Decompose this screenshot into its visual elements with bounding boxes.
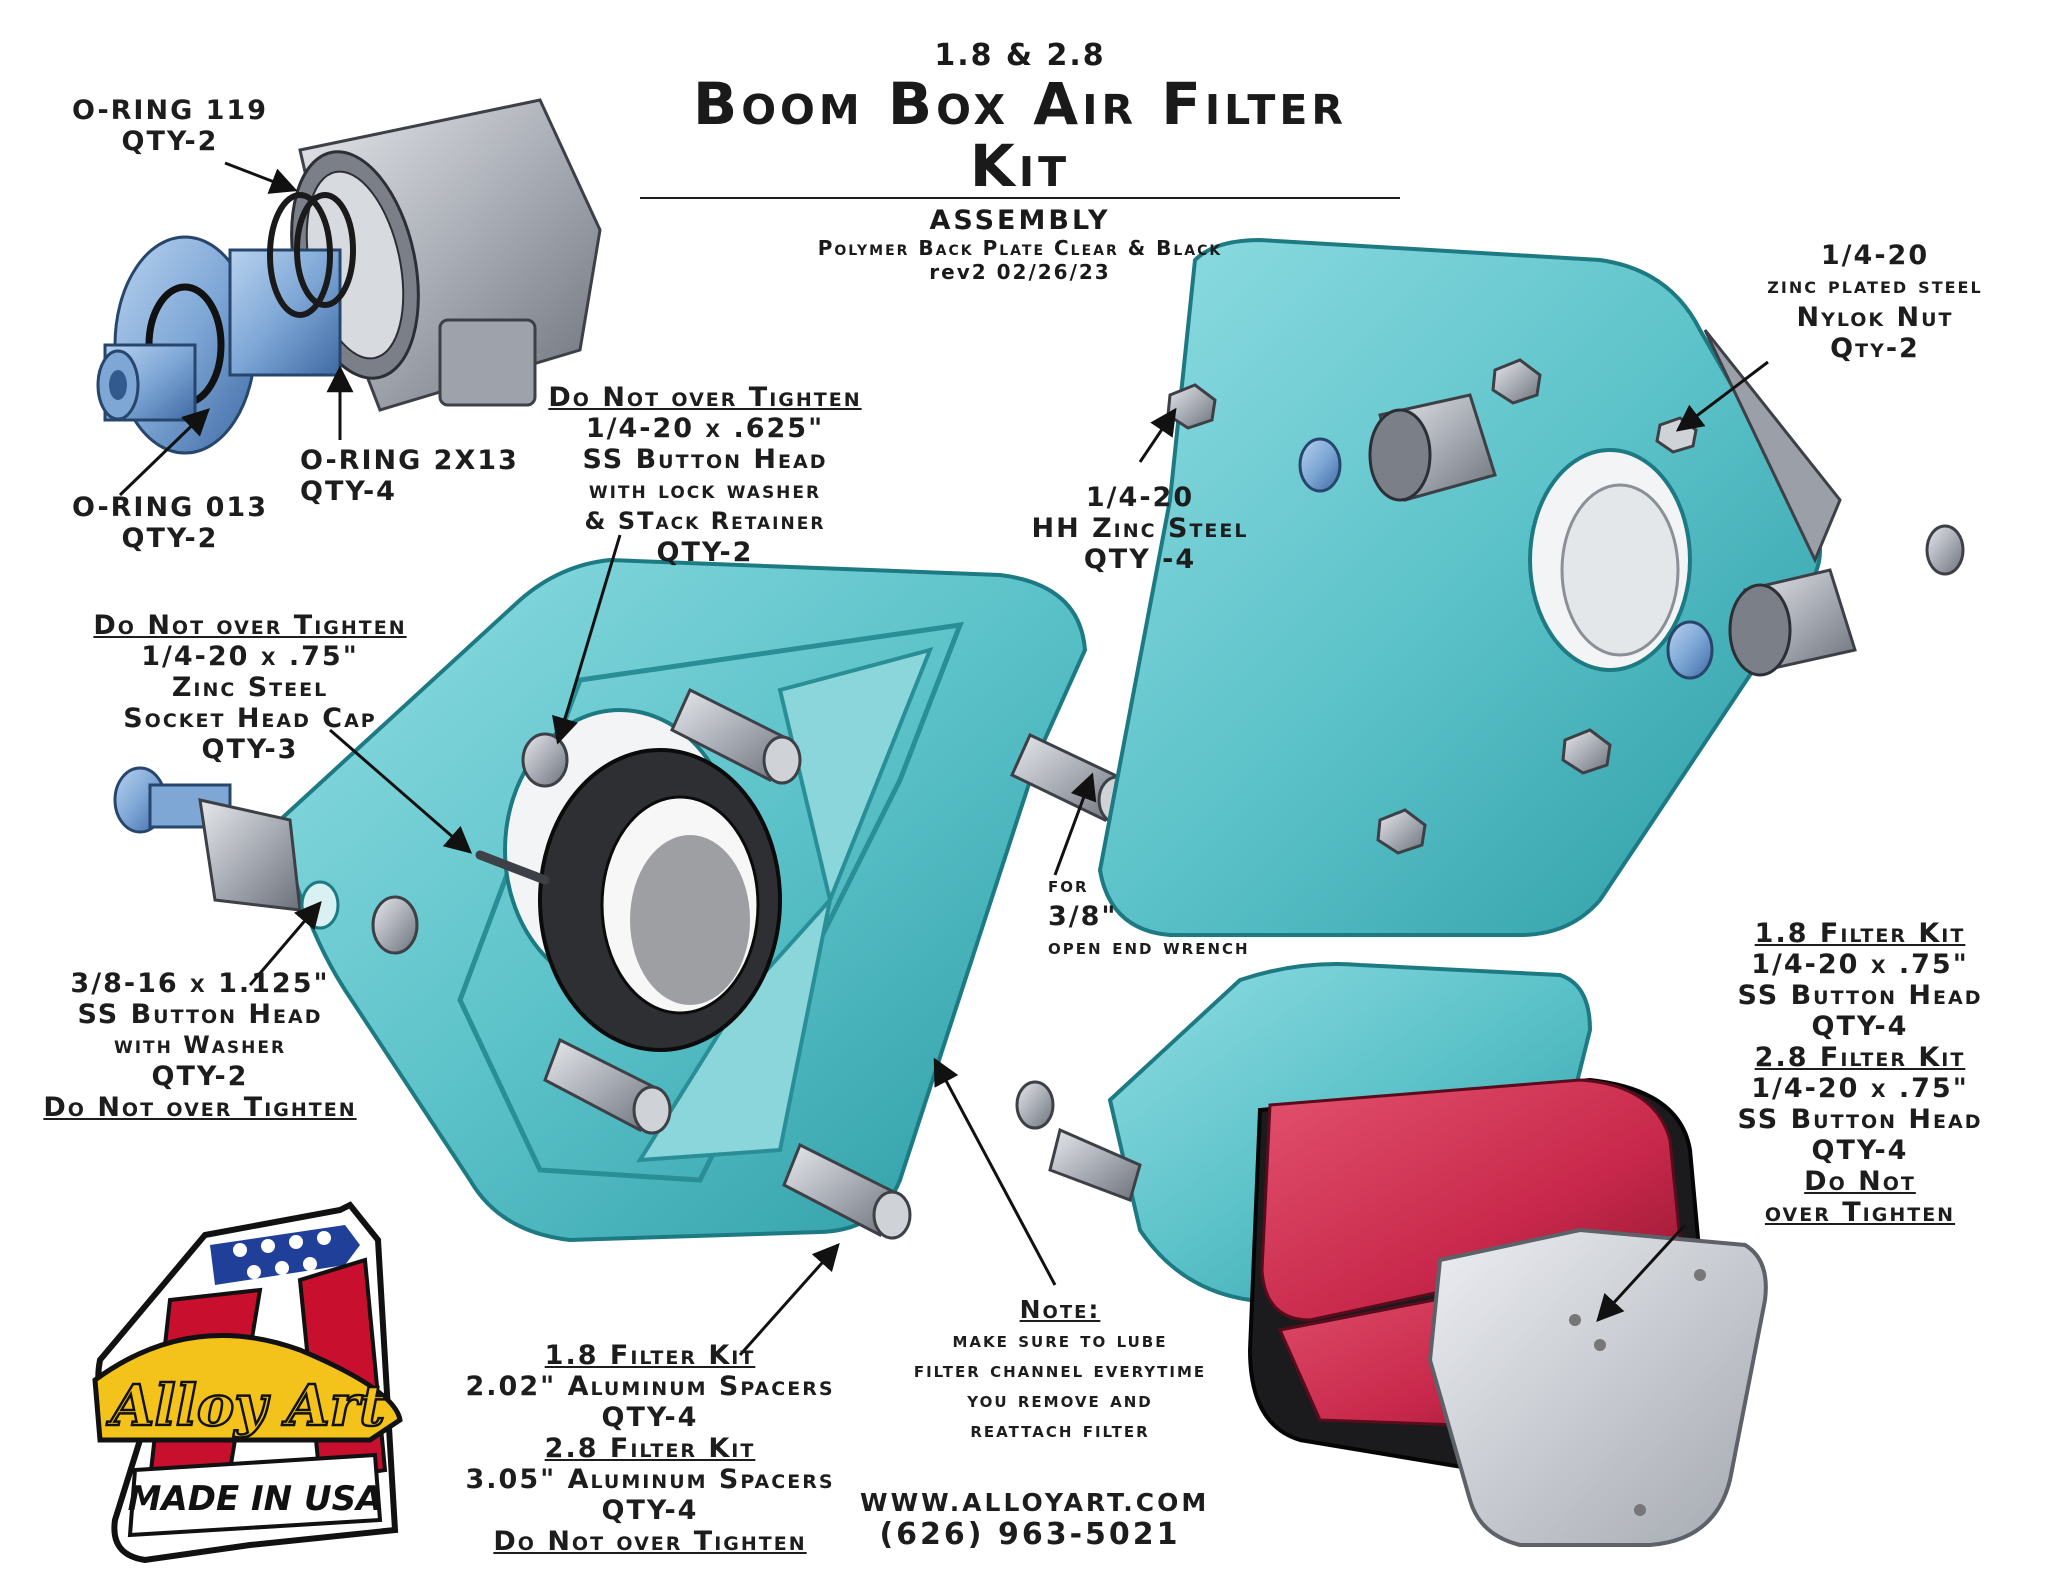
callout-oring2x13: O-RING 2X13 QTY-4	[300, 445, 519, 507]
center-back-plate	[113, 557, 1137, 1243]
contact-block: WWW.ALLOYART.COM (626) 963-5021	[860, 1488, 1210, 1552]
leader-arrows	[118, 161, 1769, 1356]
arrow-filter-kit	[1596, 1223, 1687, 1322]
logo-made-in-usa: MADE IN USA	[128, 1479, 383, 1519]
phone-text: (626) 963-5021	[879, 1517, 1181, 1552]
callout-spacers: 1.8 Filter Kit 2.02" Aluminum Spacers QT…	[465, 1340, 835, 1557]
callout-button-head-1125: 3/8-16 x 1.125" SS Button Head with Wash…	[43, 968, 357, 1123]
page-title: Boom Box Air Filter Kit	[640, 73, 1400, 199]
callout-hh-zinc: 1/4-20 HH Zinc Steel QTY -4	[1031, 482, 1249, 575]
callout-note: Note: make sure to lube filter channel e…	[913, 1295, 1207, 1442]
arrow-oring119	[224, 161, 298, 194]
website-text: WWW.ALLOYART.COM	[860, 1488, 1210, 1517]
rear-plate-bushings	[1298, 393, 1965, 680]
title-assembly: ASSEMBLY	[929, 205, 1111, 236]
arrow-hh-zinc	[1138, 407, 1177, 463]
callout-button-head-625: Do Not over Tighten 1/4-20 x .625" SS Bu…	[548, 382, 862, 568]
title-model: 1.8 & 2.8	[934, 38, 1106, 73]
logo-wordmark: Alloy Art	[106, 1373, 385, 1439]
velocity-stack-ring	[538, 748, 782, 1052]
arrow-wrench	[1053, 772, 1097, 876]
stack-housing-cylinder	[290, 98, 602, 412]
alloy-art-logo: Alloy Art MADE IN USA	[92, 1201, 403, 1564]
hex-head-bolts	[1166, 358, 1698, 855]
top-left-stack	[96, 98, 602, 455]
callout-wrench: for 3/8" open end wrench	[1048, 873, 1250, 960]
callout-oring013: O-RING 013 QTY-2	[71, 492, 268, 554]
title-subtitle: Polymer Back Plate Clear & Black	[817, 236, 1223, 260]
title-revision: rev2 02/26/23	[929, 260, 1111, 284]
arrow-button-head-625	[552, 534, 622, 745]
filter-cover-plate	[1427, 1227, 1768, 1547]
arrow-nylok	[1675, 360, 1769, 432]
callout-oring119: O-RING 119 QTY-2	[71, 95, 268, 157]
title-block: 1.8 & 2.8 Boom Box Air Filter Kit ASSEMB…	[640, 38, 1400, 284]
arrow-spacers	[738, 1242, 840, 1356]
arrow-note	[933, 1057, 1057, 1286]
arrow-oring013	[118, 408, 210, 497]
callout-nylok: 1/4-20 zinc plated steel Nylok Nut Qty-2	[1767, 240, 1983, 364]
rear-plate-assembly	[1097, 237, 1965, 937]
arrow-socket-head	[329, 728, 473, 854]
callout-socket-head: Do Not over Tighten 1/4-20 x .75" Zinc S…	[93, 610, 407, 765]
callout-filter-kit: 1.8 Filter Kit 1/4-20 x .75" SS Button H…	[1737, 918, 1983, 1228]
arrow-button-head-1125	[248, 900, 322, 986]
filter-assembly	[1015, 962, 1768, 1547]
stack-blue-fitting	[96, 192, 356, 455]
